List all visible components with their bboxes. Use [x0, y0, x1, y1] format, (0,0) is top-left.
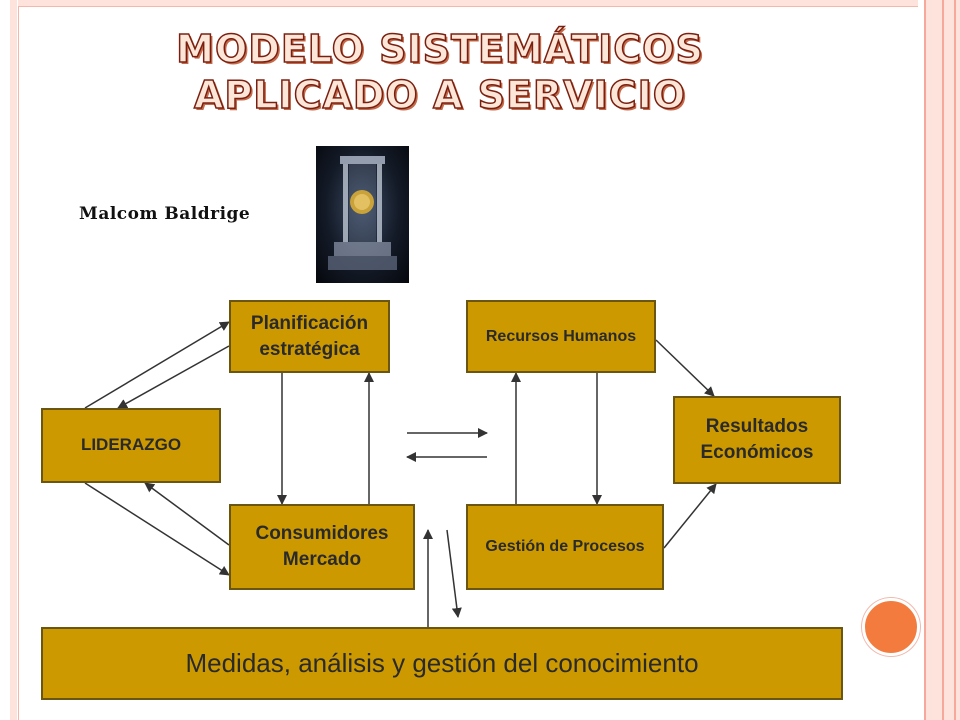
- box-liderazgo: LIDERAZGO: [41, 408, 221, 483]
- arrow-down-to-medidas: [446, 529, 462, 618]
- arrow-planificacion-to-liderazgo: [117, 345, 230, 409]
- arrow-liderazgo-to-planificacion: [84, 321, 230, 409]
- accent-circle: [862, 598, 920, 656]
- slide-title: Modelo sistemáticos aplicado a servicio: [120, 26, 760, 118]
- box-resultados: Resultados Económicos: [673, 396, 841, 484]
- trophy-illustration: [328, 156, 397, 270]
- slide-frame-top: [18, 0, 918, 7]
- box-gestion-procesos: Gestión de Procesos: [466, 504, 664, 590]
- arrow-consumidores-to-liderazgo: [144, 482, 230, 546]
- arrow-recursos-to-resultados: [655, 339, 715, 397]
- box-recursos-humanos: Recursos Humanos: [466, 300, 656, 373]
- trophy-photo: [316, 146, 409, 283]
- box-medidas-label: Medidas, análisis y gestión del conocimi…: [185, 647, 699, 678]
- title-line-2: aplicado a servicio: [193, 72, 687, 118]
- box-consumidores: Consumidores Mercado: [229, 504, 415, 590]
- box-liderazgo-label: LIDERAZGO: [80, 435, 182, 455]
- box-resultados-label: Resultados Económicos: [700, 416, 814, 463]
- slide-frame-left: [0, 0, 19, 720]
- arrow-gestion-to-resultados: [663, 483, 717, 549]
- box-medidas: Medidas, análisis y gestión del conocimi…: [41, 627, 843, 700]
- box-gestion-procesos-label: Gestión de Procesos: [485, 538, 645, 556]
- box-consumidores-label: Consumidores Mercado: [255, 523, 389, 570]
- slide-frame-right: [918, 0, 960, 720]
- box-planificacion: Planificación estratégica: [229, 300, 390, 373]
- photo-caption: Malcom Baldrige: [79, 204, 251, 224]
- arrow-liderazgo-to-consumidores: [84, 482, 230, 576]
- box-recursos-humanos-label: Recursos Humanos: [485, 327, 637, 345]
- box-planificacion-label: Planificación estratégica: [250, 312, 369, 360]
- title-line-1: Modelo sistemáticos: [175, 26, 704, 72]
